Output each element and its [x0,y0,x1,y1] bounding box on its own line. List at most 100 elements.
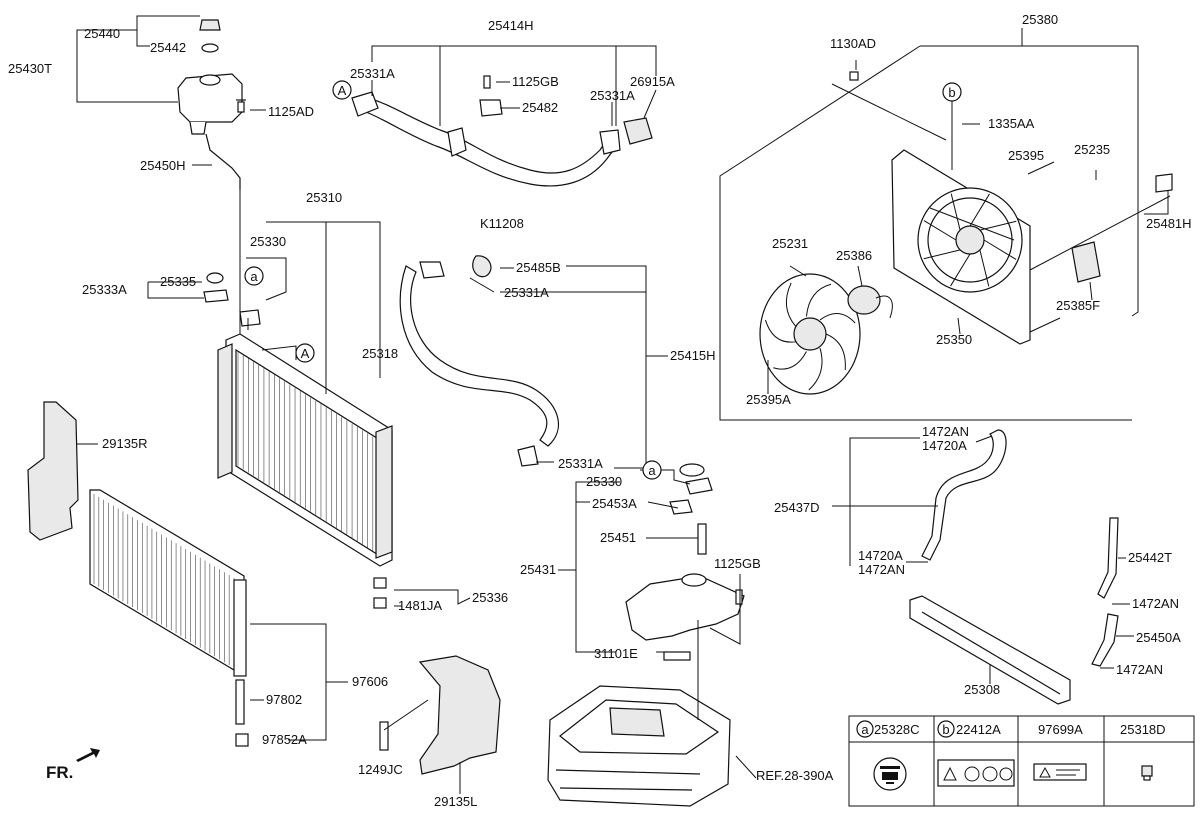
fan-motor-25386 [847,285,893,319]
label-25482: 25482 [522,100,558,115]
label-25485B: 25485B [516,260,561,275]
label-25385F: 25385F [1056,298,1100,313]
cooler-25308 [909,595,1071,705]
label-1335AA: 1335AA [988,116,1035,131]
label-25331A-1: 25331A [350,66,395,81]
label-25451: 25451 [600,530,636,545]
svg-text:b: b [948,85,955,100]
svg-text:a: a [250,269,258,284]
fr-label: FR. [46,763,73,782]
label-25481H: 25481H [1146,216,1192,231]
front-direction-indicator: FR. [46,748,100,782]
svg-text:a: a [648,463,656,478]
legend-part-22412A: 22412A [956,722,1001,737]
label-25336: 25336 [472,590,508,605]
condenser-97606 [89,489,249,747]
label-25450H: 25450H [140,158,186,173]
label-25440: 25440 [84,26,120,41]
label-1472AN-1: 1472AN [922,424,969,439]
label-25442T: 25442T [1128,550,1172,565]
label-25380: 25380 [1022,12,1058,27]
label-1481JA: 1481JA [398,598,442,613]
label-25442: 25442 [150,40,186,55]
label-97606: 97606 [352,674,388,689]
fan-blade-25231 [759,273,861,395]
lower-hose-25415H [399,255,559,467]
label-25330-2: 25330 [586,474,622,489]
caution-label-icon [1033,763,1087,781]
callout-b-shroud: b [942,82,962,102]
label-1472AN-2: 1472AN [858,562,905,577]
label-25415H: 25415H [670,348,716,363]
label-25308: 25308 [964,682,1000,697]
label-25231: 25231 [772,236,808,251]
label-1472AN-4: 1472AN [1116,662,1163,677]
label-25335: 25335 [160,274,196,289]
warning-label-icon [937,759,1015,787]
reservoir-25431 [625,463,745,661]
label-25386: 25386 [836,248,872,263]
label-31101E: 31101E [594,646,638,661]
bracket-25333A [203,272,261,327]
clamp-25482 [479,75,503,117]
leader-lines [76,15,1171,794]
grommet-1130AD [849,71,859,81]
part-labels: 25440 25442 25430T 1125AD 25450H 25414H … [8,12,1192,809]
label-25331A-4: 25331A [558,456,603,471]
upper-hose-25414H [351,91,653,187]
label-97852A: 97852A [262,732,307,747]
label-14720A-2: 14720A [858,548,903,563]
reservoir-cap-25440 [199,19,221,31]
front-arrow-icon [76,748,100,762]
air-guard-29135L [418,655,501,775]
label-1125GB-2: 1125GB [714,556,761,571]
bolt-1125AD [236,99,246,113]
label-29135L: 29135L [434,794,477,809]
label-25437D: 25437D [774,500,820,515]
label-1249JC: 1249JC [358,762,403,777]
svg-text:A: A [338,83,347,98]
svg-text:A: A [301,346,310,361]
inverter-unit-ref-28-390A [547,685,731,807]
label-97802: 97802 [266,692,302,707]
label-25310: 25310 [306,190,342,205]
label-1125GB-1: 1125GB [512,74,559,89]
hose-25442T [1097,517,1119,599]
legend-key-b: b [942,722,949,737]
label-25395: 25395 [1008,148,1044,163]
hose-25437D [921,429,1007,561]
legend-key-a: a [861,722,869,737]
label-26915A: 26915A [630,74,675,89]
callout-a-reservoir: a [642,460,662,480]
plug-25318D-icon [1141,765,1153,781]
legend-table: a 25328C b 22412A 97699A 25318D [848,715,1195,807]
label-K11208: K11208 [480,216,524,231]
bolt-1249JC [379,721,389,751]
label-25395A: 25395A [746,392,791,407]
radiator-25310 [217,333,393,609]
label-25333A: 25333A [82,282,127,297]
label-25430T: 25430T [8,61,52,76]
hose-25450A [1091,613,1119,667]
air-guard-29135R [27,401,79,541]
legend-part-25318D: 25318D [1120,722,1166,737]
label-25235: 25235 [1074,142,1110,157]
label-29135R: 29135R [102,436,148,451]
connector-25481H [1155,173,1173,193]
label-25450A: 25450A [1136,630,1181,645]
label-25350: 25350 [936,332,972,347]
resistor-25385F [1071,241,1101,283]
reservoir-tank-25430T [177,73,243,190]
label-14720A-1: 14720A [922,438,967,453]
cap-label-icon [873,757,907,791]
fan-shroud-25350 [891,149,1031,345]
label-25431: 25431 [520,562,556,577]
callout-a-radiator: a [244,266,264,286]
label-1130AD: 1130AD [830,36,876,51]
label-1472AN-3: 1472AN [1132,596,1179,611]
label-25331A-2: 25331A [590,88,635,103]
label-25331A-3: 25331A [504,285,549,300]
label-25318: 25318 [362,346,398,361]
label-1125AD: 1125AD [268,104,314,119]
